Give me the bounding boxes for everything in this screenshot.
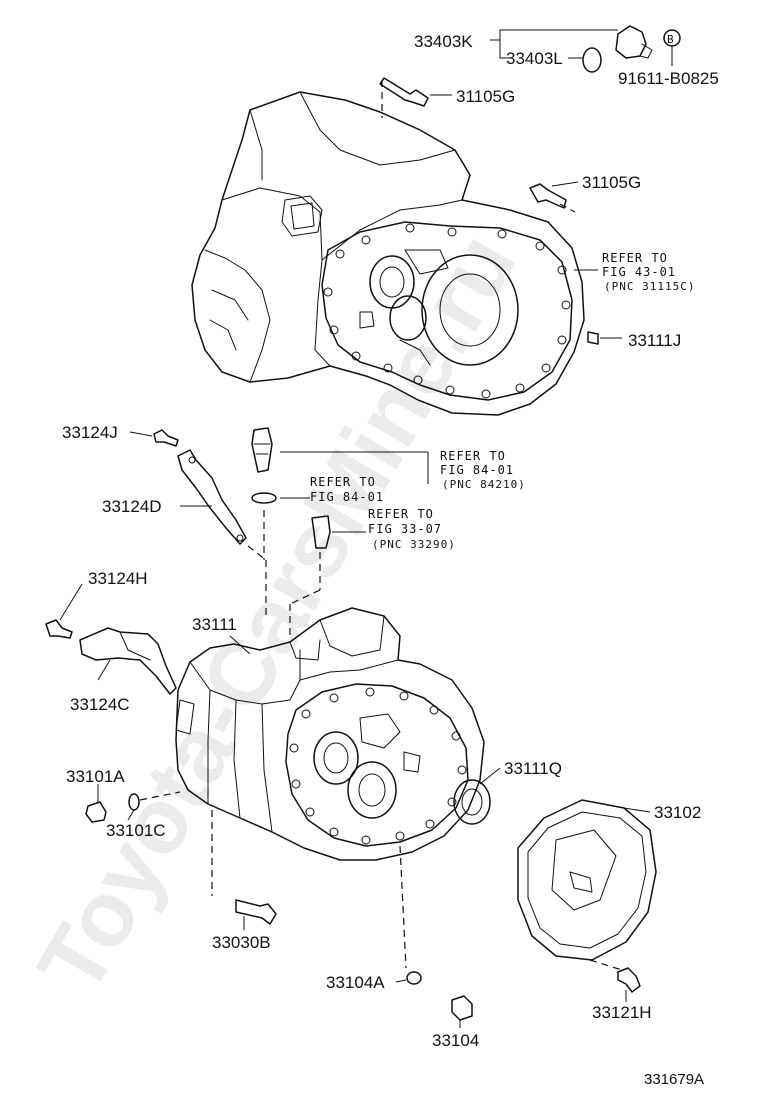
backup-light-switch xyxy=(251,427,429,560)
refer-fig84b-line2: FIG 84-01 xyxy=(310,490,384,504)
label-33101c: 33101C xyxy=(106,821,166,840)
label-33124d: 33124D xyxy=(102,497,162,516)
refer-fig84b-line1: REFER TO xyxy=(310,475,376,489)
33101a-drain-plug xyxy=(85,784,107,823)
label-33111: 33111 xyxy=(192,615,237,634)
33121h-bolt xyxy=(617,967,641,1002)
33403l-oring-part xyxy=(582,47,602,73)
refer-fig43-line2: FIG 43-01 xyxy=(602,265,676,279)
speedometer-sleeve-group: B xyxy=(490,25,681,73)
refer-fig33-line2: FIG 33-07 xyxy=(368,522,442,536)
refer-fig84a-line3: (PNC 84210) xyxy=(442,478,526,491)
label-33104a: 33104A xyxy=(326,973,385,992)
label-33124h: 33124H xyxy=(88,569,148,588)
label-33124c: 33124C xyxy=(70,695,130,714)
refer-fig43-line3: (PNC 31115C) xyxy=(604,280,695,293)
refer-fig43-line1: REFER TO xyxy=(602,251,668,265)
33124c-lock-plate xyxy=(79,627,177,695)
33102-transaxle-case-cover xyxy=(517,799,657,971)
33104a-gasket xyxy=(395,845,422,985)
33124d-lock-plate xyxy=(177,449,247,545)
label-91611-b0825: 91611-B0825 xyxy=(618,69,719,88)
label-33124j: 33124J xyxy=(62,423,118,442)
label-33102: 33102 xyxy=(654,803,701,822)
refer-fig33-line1: REFER TO xyxy=(368,507,434,521)
circle-b-letter: B xyxy=(667,33,674,46)
lower-case-bolt-bosses xyxy=(289,687,467,845)
upper-transmission-case xyxy=(191,91,585,416)
watermark-text: Toyota-CarsMine.ru xyxy=(19,217,536,1010)
label-31105g-top: 31105G xyxy=(456,87,515,106)
reverse-restrict-pin-plug xyxy=(289,515,366,640)
label-33030b: 33030B xyxy=(212,933,271,952)
33111-transaxle-case xyxy=(175,607,485,861)
refer-fig84a-line1: REFER TO xyxy=(440,449,506,463)
33124j-bolt xyxy=(129,429,179,447)
label-33104: 33104 xyxy=(432,1031,479,1050)
33111q-oil-seal xyxy=(453,767,501,825)
label-33403l: 33403L xyxy=(506,49,563,68)
33403k-sleeve-part xyxy=(615,25,647,59)
label-31105g-mid: 31105G xyxy=(582,173,641,192)
upper-case-bolt-bosses xyxy=(323,223,571,399)
label-33403k: 33403K xyxy=(414,32,473,51)
switch-gasket xyxy=(251,492,277,504)
refer-fig84a-line2: FIG 84-01 xyxy=(440,463,514,477)
33101c-gasket xyxy=(127,791,181,821)
illustration-code: 331679A xyxy=(644,1071,704,1088)
label-33101a: 33101A xyxy=(66,767,125,786)
33111j-dowel-pin xyxy=(587,331,622,345)
label-33111j: 33111J xyxy=(628,331,681,350)
33104-filler-plug xyxy=(451,995,473,1028)
31105g-mid-bolt xyxy=(529,181,579,213)
33030b-bolt xyxy=(211,810,277,930)
label-33111q: 33111Q xyxy=(504,759,562,778)
label-33121h: 33121H xyxy=(592,1003,652,1022)
refer-fig33-line3: (PNC 33290) xyxy=(372,538,456,551)
33124h-bolt xyxy=(45,583,83,639)
31105g-top-bolt xyxy=(379,77,452,118)
